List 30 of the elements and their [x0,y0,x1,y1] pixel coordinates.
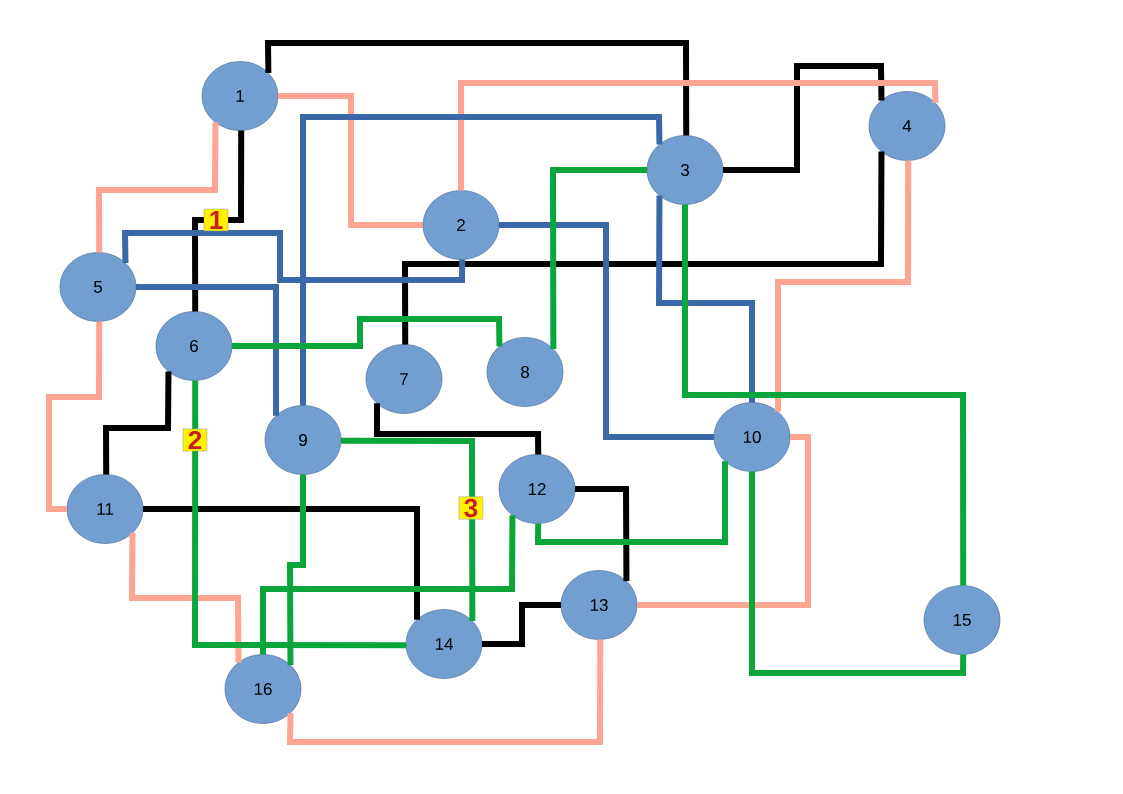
connector-line [192,380,407,649]
edge-label: 1 [203,208,229,232]
connector-line [287,474,306,666]
connector-line [103,371,172,475]
connector-line [96,122,219,253]
connector-line [534,461,729,545]
connector-line [121,230,466,283]
connector-line [374,403,542,455]
connector-line [232,316,503,349]
connector-line [286,639,604,745]
connector-line [775,160,912,412]
connector-line [682,204,967,586]
edge-label: 2 [182,428,208,452]
connector-line [143,506,421,620]
connector-line [264,40,690,136]
connector-line [46,321,103,512]
connector-line [656,195,755,403]
connector-line [637,434,811,608]
connector-line [341,437,476,622]
connector-line [129,532,242,663]
connector-line [300,114,663,406]
connector-line [402,151,885,345]
connector-line [136,284,280,416]
connector-line [192,130,245,312]
connector-line [723,63,885,173]
edge-label: 3 [458,496,484,520]
connector-line [749,471,967,676]
connector-line [260,515,516,655]
connector-line [575,486,630,582]
connector-line [458,80,939,191]
